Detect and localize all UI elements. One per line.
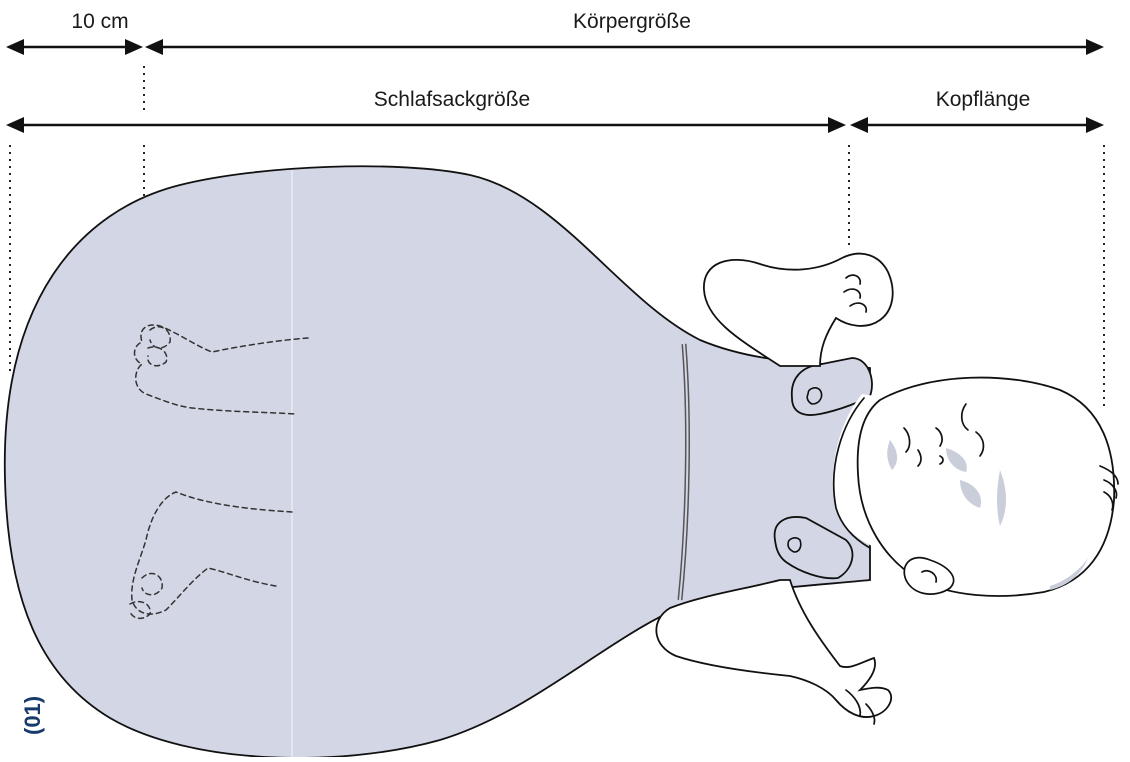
baby-head xyxy=(858,378,1115,596)
arrow-head-left-icon xyxy=(145,39,163,55)
figure-number-badge: (01) xyxy=(20,696,45,735)
baby-arm-upper xyxy=(704,254,893,366)
arrow-head-left-icon xyxy=(850,117,868,133)
arrow-head-left-icon xyxy=(6,117,24,133)
arrow-head-left-icon xyxy=(6,39,24,55)
arrow-head-right-icon xyxy=(1086,117,1104,133)
head-length-label: Kopflänge xyxy=(936,88,1031,111)
baby-arm-lower xyxy=(656,580,891,717)
arrow-head-right-icon xyxy=(1086,39,1104,55)
arrow-head-right-icon xyxy=(828,117,846,133)
dimension-ten-cm: 10 cm xyxy=(6,10,143,55)
body-height-label: Körpergröße xyxy=(573,10,691,33)
sleeping-bag-size-label: Schlafsackgröße xyxy=(374,88,530,111)
dimension-sleeping-bag-size: Schlafsackgröße xyxy=(6,88,846,133)
arrow-head-right-icon xyxy=(125,39,143,55)
ten-cm-label: 10 cm xyxy=(71,10,128,33)
dimension-head-length: Kopflänge xyxy=(850,88,1104,133)
dimension-body-height: Körpergröße xyxy=(145,10,1104,55)
